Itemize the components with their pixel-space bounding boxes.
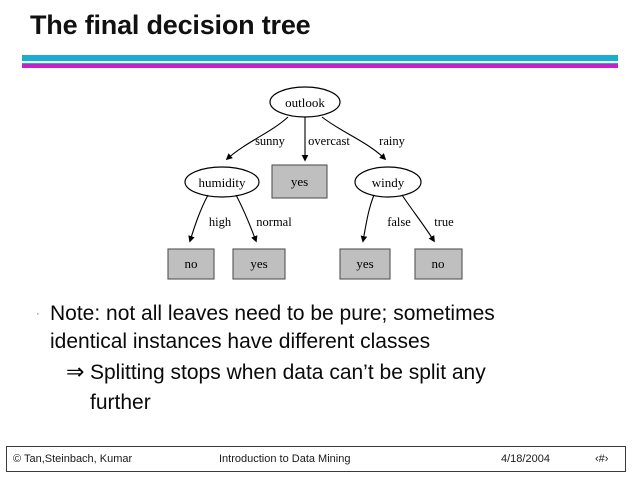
slide-footer: © Tan,Steinbach, Kumar Introduction to D… xyxy=(6,446,626,472)
bullet-splitting-line1: Splitting stops when data can’t be split… xyxy=(90,361,486,384)
footer-course-title: Introduction to Data Mining xyxy=(219,453,351,465)
tree-leaf-false-yes xyxy=(339,248,391,280)
double-arrow-right-icon: ⇒ xyxy=(66,360,85,385)
tree-node-windy xyxy=(354,166,422,198)
tree-node-humidity xyxy=(184,166,260,198)
bullet-note-line1: Note: not all leaves need to be pure; so… xyxy=(50,302,495,325)
page-title: The final decision tree xyxy=(30,10,311,40)
edge-label-high: high xyxy=(209,215,232,229)
tree-leaf-true-no-label: no xyxy=(432,256,445,271)
bullet-marker-dot-icon: · xyxy=(36,308,40,320)
divider-bar-gap xyxy=(22,61,618,63)
divider-bar-cyan xyxy=(22,55,618,61)
bullet-list: · Note: not all leaves need to be pure; … xyxy=(36,300,622,418)
footer-copyright: © Tan,Steinbach, Kumar xyxy=(13,453,133,465)
edge-label-sunny: sunny xyxy=(255,134,286,148)
bullet-note-text: Note: not all leaves need to be pure; so… xyxy=(50,300,495,356)
edge-label-true: true xyxy=(434,215,454,229)
tree-node-humidity-label: humidity xyxy=(199,175,246,190)
tree-node-outlook xyxy=(269,86,341,118)
edge-label-rainy: rainy xyxy=(379,134,405,148)
decision-tree-svg: outlook sunny overcast rainy humidity ye… xyxy=(167,86,463,280)
edge-outlook-rainy xyxy=(321,116,387,161)
tree-leaf-overcast-yes-label: yes xyxy=(291,174,308,189)
tree-node-windy-label: windy xyxy=(372,175,405,190)
bullet-item-note: · Note: not all leaves need to be pure; … xyxy=(36,300,622,356)
footer-date: 4/18/2004 xyxy=(501,453,550,465)
tree-leaf-overcast-yes xyxy=(271,164,328,199)
bullet-item-splitting: ⇒ Splitting stops when data can’t be spl… xyxy=(66,358,622,418)
edge-windy-true xyxy=(401,194,435,243)
tree-leaf-false-yes-label: yes xyxy=(356,256,373,271)
tree-leaf-normal-yes-label: yes xyxy=(250,256,267,271)
divider-bar-cyan-thin xyxy=(22,63,618,64)
bullet-splitting-line2: further xyxy=(90,391,151,414)
edge-humidity-high xyxy=(188,194,209,243)
footer-page-number: ‹#› xyxy=(595,453,609,465)
tree-node-outlook-label: outlook xyxy=(285,95,325,110)
edge-label-overcast: overcast xyxy=(308,134,350,148)
tree-leaf-high-no-label: no xyxy=(185,256,198,271)
edge-outlook-sunny xyxy=(225,116,289,161)
tree-leaf-high-no xyxy=(167,248,215,280)
edge-windy-false xyxy=(360,194,375,243)
tree-leaf-true-no xyxy=(414,248,463,280)
bullet-note-line2: identical instances have different class… xyxy=(50,330,431,353)
title-divider xyxy=(22,55,618,68)
edge-label-normal: normal xyxy=(256,215,292,229)
divider-bar-magenta xyxy=(22,64,618,68)
edge-humidity-normal xyxy=(235,194,258,243)
tree-leaf-normal-yes xyxy=(232,248,286,280)
bullet-splitting-text: Splitting stops when data can’t be split… xyxy=(90,358,486,418)
decision-tree-figure: outlook sunny overcast rainy humidity ye… xyxy=(0,80,638,295)
edge-label-false: false xyxy=(387,215,411,229)
